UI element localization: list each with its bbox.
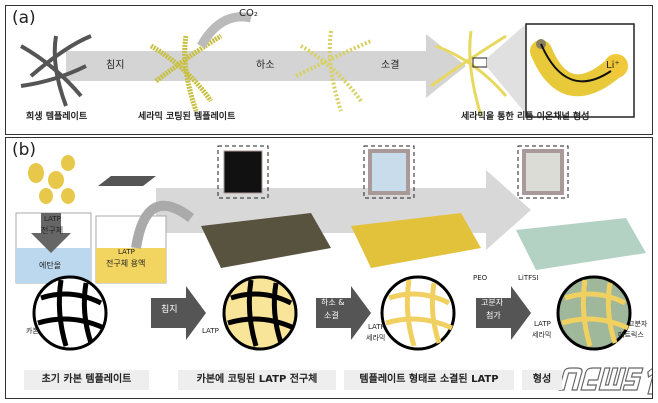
callout-ceramic-1: 세라믹	[366, 334, 386, 342]
beaker2-top: LATP	[118, 248, 135, 256]
callout-matrix: 매트릭스	[618, 331, 644, 339]
step-immersion: 침지	[106, 60, 125, 71]
step-arrow-3	[476, 286, 531, 340]
beaker1-mid: 전구체	[41, 226, 64, 235]
step-b1: 침지	[161, 305, 178, 315]
latp-particles	[28, 155, 75, 204]
beaker1-top: LATP	[44, 215, 61, 223]
callout-carbon: 카본	[26, 327, 39, 335]
co2-arrow	[197, 12, 253, 49]
step-arrow-2	[316, 286, 371, 340]
step-sintering: 소결	[381, 60, 400, 71]
step-arrow-1	[151, 286, 206, 340]
caption-b1: 초기 카본 템플레이트	[24, 370, 149, 390]
beaker2-bottom: 전구체 용액	[106, 259, 146, 268]
callout-latp-ceramic-2: LATP	[534, 320, 551, 328]
caption-b3: 템플레이트 형태로 소결된 LATP	[344, 370, 514, 390]
caption-b4: 형성	[522, 370, 562, 390]
watermark-logo	[558, 363, 652, 395]
panel-a-graphics	[20, 12, 635, 118]
ceramic-circle	[380, 275, 456, 351]
chem-litfsi: LiTFSI	[518, 274, 539, 282]
li-ion-label: Li⁺	[606, 60, 620, 71]
panel-b-graphics	[15, 145, 652, 395]
step-b3a: 고분자	[481, 298, 504, 307]
step-b2a: 하소 &	[321, 298, 345, 307]
caption-a1: 희생 템플레이트	[26, 112, 88, 122]
coated-circle	[222, 275, 298, 351]
callout-latp: LATP	[202, 327, 219, 335]
callout-latp-ceramic-1: LATP	[368, 323, 385, 331]
composite-sheet	[516, 218, 646, 270]
step-b3b: 첨가	[486, 311, 501, 320]
calcined-template	[295, 30, 372, 112]
coated-template	[149, 33, 223, 112]
co2-label: CO₂	[239, 8, 258, 19]
carbon-circle	[32, 275, 108, 351]
process-arrow	[66, 34, 466, 98]
latp-sheet	[351, 213, 481, 268]
caption-a3: 세라믹을 통한 리튬 이온채널 형성	[461, 112, 590, 122]
callout-ceramic-2: 세라믹	[532, 331, 552, 339]
caption-b2: 카본에 코팅된 LATP 전구체	[178, 370, 336, 390]
callout-polymer: 고분자	[628, 320, 648, 328]
panel-b: (b) LATP 전구체 에탄올 LATP 전구체 용액 침지 하소 & 소결 …	[5, 137, 653, 399]
panel-a: (a) CO₂ 침지 하소 소결 Li⁺ 희생 템플레이트 세라믹 코팅된 템플…	[5, 5, 653, 135]
chem-peo: PEO	[473, 274, 488, 282]
step-calcination: 하소	[256, 60, 275, 71]
panel-a-label: (a)	[12, 8, 36, 28]
carbon-template	[20, 34, 92, 107]
caption-a2: 세라믹 코팅된 템플레이트	[138, 112, 236, 122]
carbon-sheet	[201, 213, 331, 268]
step-b2b: 소결	[324, 311, 339, 320]
panel-b-label: (b)	[12, 140, 37, 160]
beaker1-bottom: 에탄올	[39, 261, 62, 270]
